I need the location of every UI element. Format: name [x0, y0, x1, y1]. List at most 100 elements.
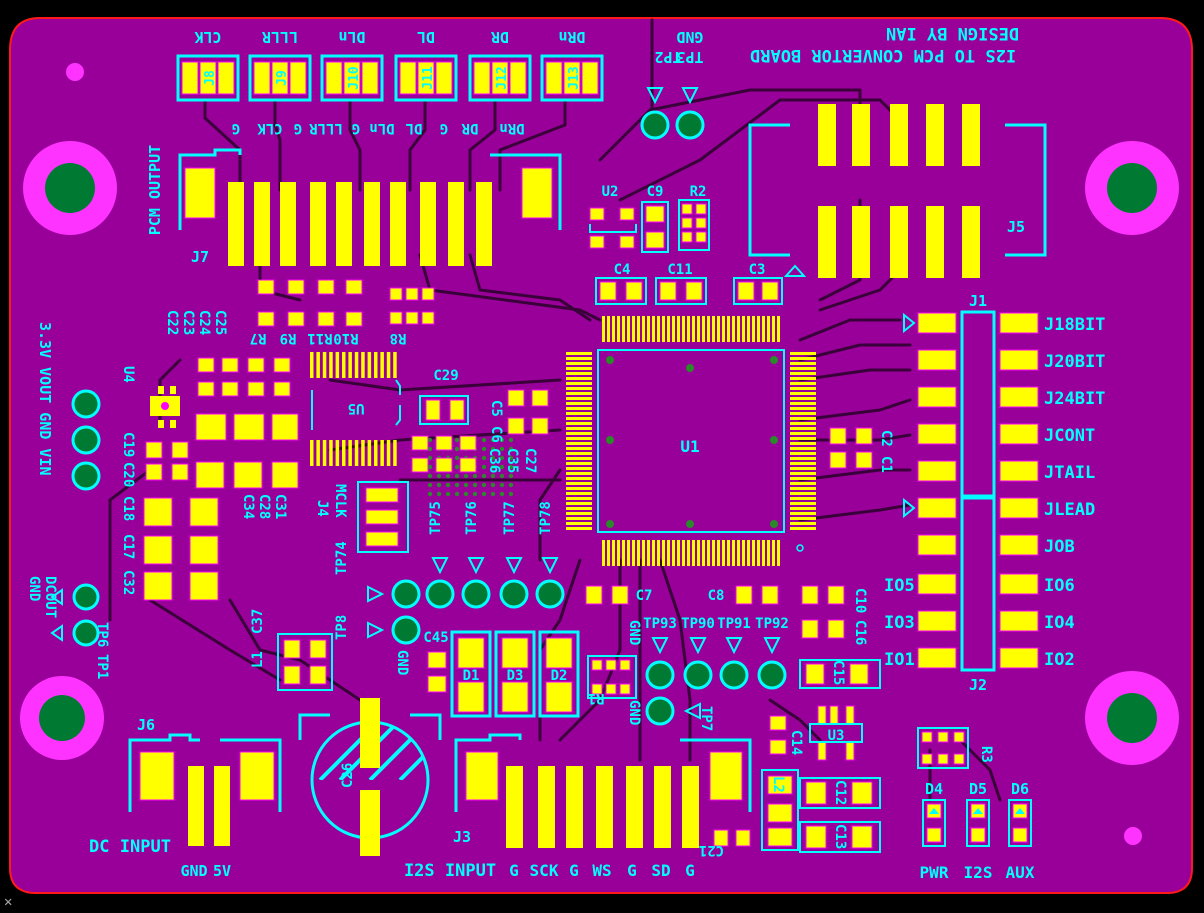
testpoint-tp76[interactable] [461, 557, 491, 609]
jumper-label-left: IO3 [884, 613, 915, 633]
l2-label: L2 [770, 776, 786, 793]
u3-label: U3 [828, 728, 845, 744]
jumper-pad-pair[interactable] [917, 386, 1039, 408]
u5 [310, 352, 401, 466]
r2 [678, 199, 710, 251]
c7-label: C7 [636, 588, 653, 604]
c21 [713, 829, 751, 847]
testpoint-tp92[interactable] [757, 637, 787, 690]
testpoint-tp8[interactable] [367, 615, 421, 645]
tp-label: TP77 [502, 501, 518, 535]
u3 [809, 705, 863, 761]
testpoint-tp93[interactable] [645, 637, 675, 690]
tp7-label: TP7 [698, 706, 714, 731]
jumper-pad-pair[interactable] [917, 647, 1039, 669]
j3-pin-label: SD [651, 861, 670, 880]
c21-label: C21 [699, 842, 724, 858]
header-ref-j13: J13 [567, 66, 582, 89]
tp2-label: TP2 [654, 48, 681, 66]
jumper-block-j1-j2 [903, 310, 1039, 672]
jumper-label-right: J20BIT [1044, 352, 1105, 372]
c45-label: C45 [423, 630, 448, 646]
testpoint-tp7[interactable] [645, 696, 701, 726]
c10-label: C10 [852, 588, 868, 613]
gnd-label-tp7: GND [626, 700, 642, 725]
c3-label: C3 [749, 262, 766, 278]
dc-input-label: DC INPUT [89, 837, 171, 857]
testpoint-tp1[interactable] [72, 619, 100, 647]
led-ref: D4 [925, 780, 943, 798]
board-title: I2S TO PCM CONVERTOR BOARD [750, 45, 1016, 65]
testpoint-tp75[interactable] [425, 557, 455, 609]
r3-label: R3 [978, 746, 994, 763]
tp74-label: TP74 [334, 541, 350, 575]
testpoint-tp74[interactable] [367, 579, 421, 609]
c5-c6 [507, 389, 549, 435]
l1-label: L1 [250, 651, 266, 668]
r3 [917, 727, 969, 769]
led-ref: D6 [1011, 780, 1029, 798]
c8-label: C8 [708, 588, 725, 604]
testpoint-tp90[interactable] [683, 637, 713, 690]
jumper-label-right: JCONT [1044, 426, 1095, 446]
jumper-pad-pair[interactable] [917, 312, 1039, 334]
u2 [589, 207, 637, 249]
tp1-arrow [50, 624, 63, 642]
jumper-pad-pair[interactable] [917, 423, 1039, 445]
mount-hole-top-right [1085, 141, 1179, 235]
j7-pin-label: G [440, 120, 448, 136]
header-j12[interactable]: J12 [468, 54, 532, 102]
power-header[interactable] [71, 389, 101, 491]
header-j8[interactable]: J8 [176, 54, 240, 102]
c15-label: C15 [830, 660, 846, 685]
testpoint-tp78[interactable] [535, 557, 565, 609]
jumper-pad-pair[interactable] [917, 610, 1039, 632]
fiducial-bottom-right [1124, 827, 1142, 845]
r9-label: R9 [280, 330, 297, 346]
header-j9[interactable]: J9 [248, 54, 312, 102]
pin1-marker-j5 [783, 264, 807, 277]
dc-pin-5v: 5V [213, 862, 231, 880]
testpoint-tp2[interactable] [640, 87, 670, 140]
c11-label: C11 [667, 262, 692, 278]
jumper-pad-pair[interactable] [917, 534, 1039, 556]
tp-label: TP90 [681, 616, 715, 632]
header-j11[interactable]: J11 [394, 54, 458, 102]
header-j13[interactable]: J13 [540, 54, 604, 102]
j7-pin-label: CLK [257, 120, 283, 136]
c20-label: C20 [120, 462, 136, 487]
testpoint-tp3[interactable] [675, 87, 705, 140]
jumper-pad-pair[interactable] [917, 349, 1039, 371]
header-ref-j9: J9 [275, 70, 290, 86]
dc-pin-gnd: GND [180, 862, 207, 880]
testpoint-tp77[interactable] [499, 557, 529, 609]
mount-hole-top-left [23, 141, 117, 235]
jumper-label-left: IO5 [884, 576, 915, 596]
r2-label: R2 [690, 184, 707, 200]
led-label: PWR [920, 863, 949, 882]
tp-label: TP93 [643, 616, 677, 632]
c45 [427, 651, 447, 693]
jumper-pad-pair[interactable] [917, 573, 1039, 595]
j7-pin-label: DR [461, 120, 478, 136]
testpoint-tp91[interactable] [719, 637, 749, 690]
jumper-label-right: JTAIL [1044, 463, 1095, 483]
j4-label: J4 [314, 500, 330, 517]
header-j10[interactable]: J10 [320, 54, 384, 102]
testpoint-tp6[interactable] [72, 583, 100, 611]
jumper-pad-pair[interactable] [917, 497, 1039, 519]
led-label: I2S [964, 863, 993, 882]
c14 [769, 715, 787, 755]
c19-c20 [145, 441, 189, 481]
u4 [150, 386, 180, 428]
c31-label: C31 [272, 494, 288, 519]
jumper-pad-pair[interactable] [917, 460, 1039, 482]
j1-ref: J1 [969, 292, 987, 310]
dcout-gnd-label: GND [26, 576, 42, 601]
pcm-output-label: PCM OUTPUT [146, 145, 164, 235]
